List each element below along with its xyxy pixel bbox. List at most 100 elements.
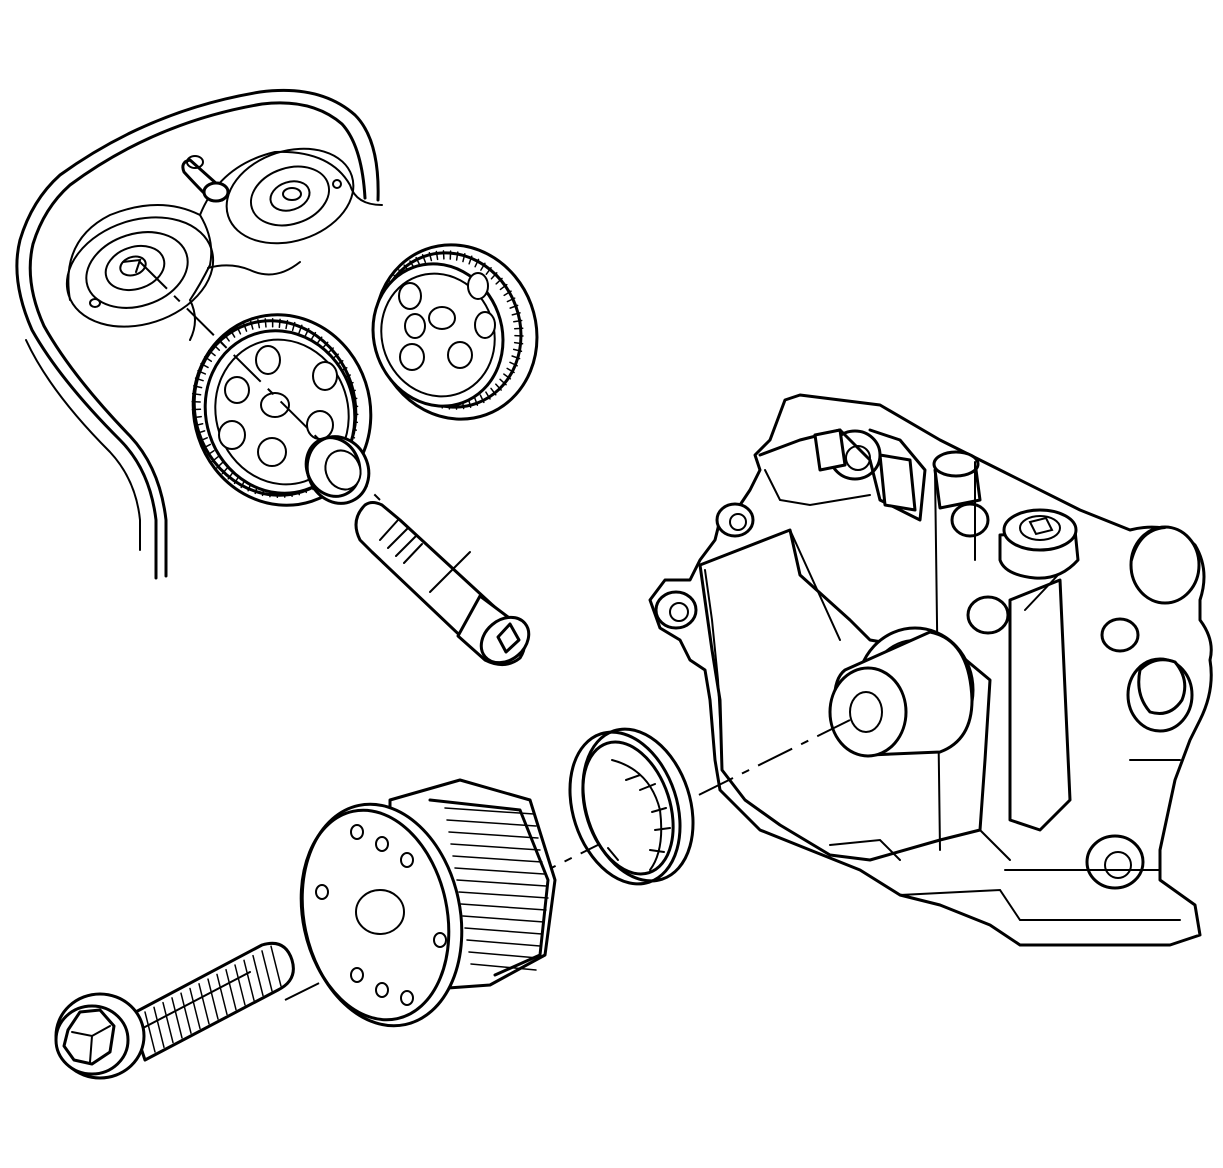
sprocket-tooth: [194, 423, 204, 427]
sprocket-tooth: [193, 385, 203, 389]
sprocket-tooth: [421, 254, 427, 264]
sprocket-tooth: [249, 320, 254, 330]
sprocket-tooth: [206, 450, 215, 456]
sprocket-tooth: [223, 333, 230, 342]
sprocket-tooth: [450, 843, 541, 851]
sprocket-tooth: [212, 343, 221, 351]
bolt-thread: [243, 959, 255, 1002]
bolt-thread: [207, 978, 219, 1020]
bolt-thread: [171, 997, 183, 1039]
sprocket-tooth: [456, 879, 547, 887]
sprocket-tooth: [197, 370, 207, 375]
sprocket-tooth: [446, 819, 537, 827]
sprocket-tooth: [509, 304, 519, 309]
sprocket-tooth: [192, 415, 202, 419]
sprocket-tooth: [316, 336, 323, 345]
sprocket-tooth: [495, 383, 502, 391]
sprocket-tooth: [480, 262, 486, 271]
sprocket-tooth: [464, 927, 543, 935]
sprocket-tooth: [479, 394, 485, 404]
bolt-thread: [153, 1006, 165, 1049]
camshaft-sprocket-bolt: [354, 501, 531, 666]
sprocket-tooth: [191, 392, 202, 396]
sprocket-tooth: [415, 256, 421, 266]
sprocket-tooth: [468, 255, 473, 265]
sprocket-tooth: [470, 963, 537, 971]
sprocket-tooth: [200, 362, 209, 369]
bolt-thread: [225, 968, 237, 1011]
sprocket-tooth: [194, 377, 204, 382]
sprocket-tooth: [202, 443, 212, 449]
sprocket-tooth: [490, 387, 497, 396]
sprocket-tooth: [211, 456, 219, 463]
sprocket-tooth: [455, 251, 459, 261]
sprocket-tooth: [512, 348, 523, 353]
sprocket-tooth: [473, 396, 479, 406]
engine-front-cover-outline: [15, 88, 383, 580]
sprocket-tooth: [462, 915, 545, 923]
sprocket-tooth: [452, 855, 543, 863]
sprocket-tooth: [278, 318, 281, 329]
bolt-thread: [234, 964, 246, 1006]
bolt-thread: [261, 950, 273, 992]
sprocket-tooth: [199, 437, 208, 442]
bolt-thread: [180, 992, 192, 1034]
sprocket-tooth: [304, 327, 310, 337]
sprocket-tooth: [490, 272, 498, 280]
sprocket-tooth: [503, 373, 512, 380]
sprocket-tooth: [458, 891, 549, 899]
oil-pump-housing: [648, 393, 1213, 947]
sprocket-tooth: [221, 466, 229, 475]
sprocket-tooth: [468, 951, 539, 959]
sprocket-washer: [304, 435, 371, 505]
sprocket-tooth: [444, 807, 535, 815]
sprocket-tooth: [242, 322, 248, 332]
sprocket-tooth: [236, 325, 242, 335]
bolt-thread: [270, 945, 282, 987]
sprocket-tooth: [495, 277, 503, 285]
crankshaft-front-oil-seal: [568, 727, 695, 886]
sprocket-tooth: [448, 831, 539, 839]
sprocket-tooth: [511, 355, 521, 360]
sprocket-tooth: [428, 252, 433, 262]
sprocket-tooth: [435, 250, 439, 261]
sprocket-tooth: [310, 331, 317, 341]
intake-camshaft-sprocket: [371, 243, 539, 421]
sprocket-tooth: [216, 461, 224, 469]
bolt-thread: [252, 954, 264, 997]
sprocket-tooth: [506, 367, 515, 374]
sprocket-tooth: [291, 321, 296, 332]
sprocket-tooth: [499, 283, 508, 291]
sprocket-tooth: [264, 318, 267, 328]
sprocket-tooth: [257, 319, 261, 329]
sprocket-tooth: [499, 378, 507, 386]
sprocket-tooth: [503, 290, 512, 297]
sprocket-tooth: [285, 319, 289, 330]
sprocket-tooth: [196, 430, 206, 435]
sprocket-tooth: [454, 867, 545, 875]
sprocket-tooth: [506, 297, 516, 303]
sprocket-tooth: [203, 356, 213, 363]
sprocket-tooth: [474, 258, 480, 268]
bolt-thread: [216, 973, 228, 1016]
bolt-thread: [144, 1011, 156, 1053]
sprocket-tooth: [229, 329, 236, 338]
sprocket-tooth: [208, 349, 216, 357]
sprocket-tooth: [462, 253, 466, 263]
sprocket-tooth: [511, 312, 521, 316]
crankshaft-sprocket-bolt: [54, 941, 295, 1080]
crankshaft-axis-line: [284, 719, 851, 1001]
sprocket-tooth: [513, 319, 523, 323]
sprocket-tooth: [466, 939, 541, 947]
sprocket-tooth: [460, 903, 547, 911]
bolt-thread: [162, 1001, 174, 1044]
crankshaft-sprocket: [299, 778, 557, 1028]
bolt-thread: [189, 987, 201, 1030]
sprocket-tooth: [509, 361, 518, 367]
sprocket-tooth: [485, 267, 492, 275]
sprocket-tooth: [513, 341, 524, 345]
sprocket-tooth: [298, 324, 303, 334]
bolt-thread: [198, 983, 210, 1025]
